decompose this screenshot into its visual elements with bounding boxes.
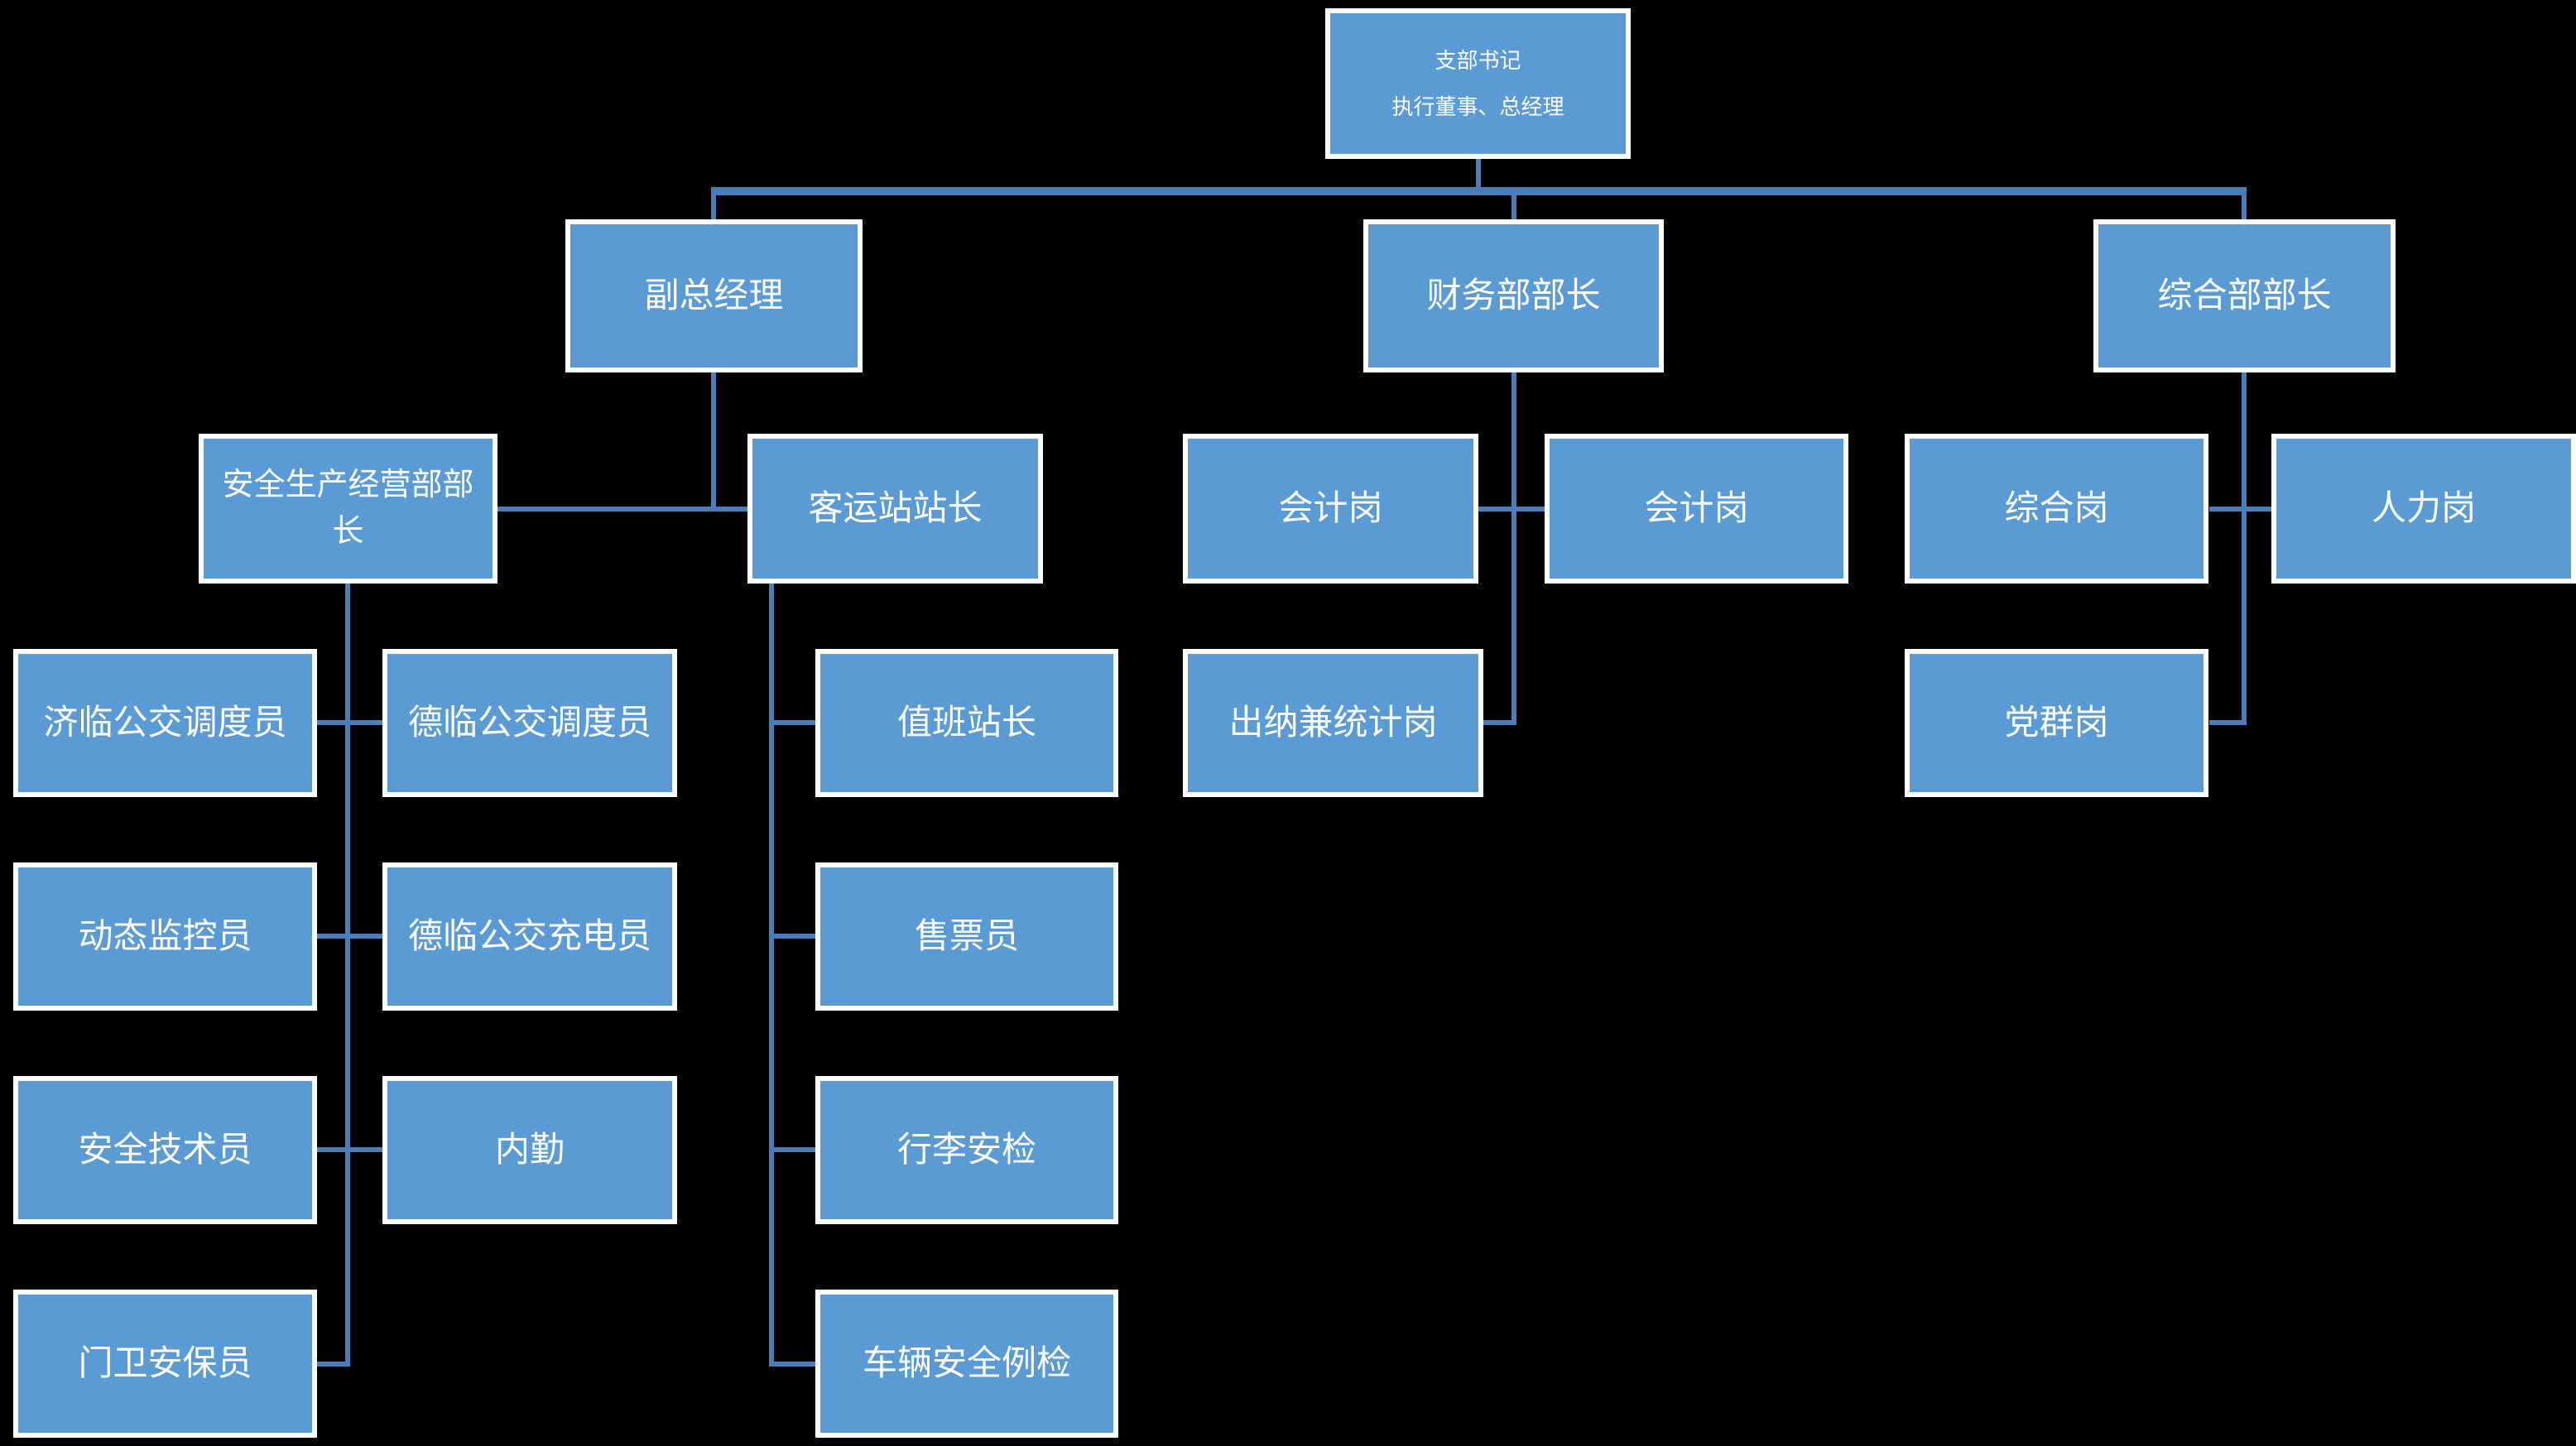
connector-deputy-cross bbox=[497, 507, 747, 512]
connector-safety-branch-1 bbox=[317, 720, 382, 725]
org-node-office-clerk-label: 内勤 bbox=[494, 1130, 565, 1170]
org-node-branch-secretary-line1: 支部书记 bbox=[1435, 48, 1521, 73]
org-node-general-post-label: 综合岗 bbox=[2004, 488, 2109, 528]
org-node-office-clerk[interactable]: 内勤 bbox=[382, 1076, 677, 1224]
connector-station-elbow bbox=[769, 1362, 816, 1367]
connector-root-stub bbox=[1476, 159, 1481, 189]
org-node-duty-station-chief[interactable]: 值班站长 bbox=[815, 649, 1118, 797]
connector-general-elbow bbox=[2209, 720, 2247, 725]
org-node-vehicle-safety-inspection-label: 车辆安全例检 bbox=[862, 1343, 1071, 1383]
connector-finance-spine bbox=[1511, 372, 1516, 725]
org-node-party-mass-post[interactable]: 党群岗 bbox=[1905, 649, 2208, 797]
org-node-ticket-seller[interactable]: 售票员 bbox=[815, 862, 1118, 1011]
org-node-vehicle-safety-inspection[interactable]: 车辆安全例检 bbox=[815, 1290, 1118, 1438]
org-node-station-chief[interactable]: 客运站站长 bbox=[747, 434, 1043, 584]
connector-general-spine bbox=[2242, 372, 2247, 725]
org-node-gate-security-guard[interactable]: 门卫安保员 bbox=[13, 1290, 317, 1438]
connector-general-cross bbox=[2209, 507, 2272, 512]
org-node-accountant-2-label: 会计岗 bbox=[1644, 488, 1749, 528]
org-node-general-dept-head-label: 综合部部长 bbox=[2157, 276, 2332, 315]
connector-drop-general-head bbox=[2242, 195, 2247, 219]
org-node-deputy-gm[interactable]: 副总经理 bbox=[565, 219, 863, 372]
org-node-safety-technician-label: 安全技术员 bbox=[78, 1130, 252, 1170]
org-node-ticket-seller-label: 售票员 bbox=[914, 916, 1019, 956]
org-node-accountant-1-label: 会计岗 bbox=[1278, 488, 1383, 528]
org-node-jilin-bus-dispatcher[interactable]: 济临公交调度员 bbox=[13, 649, 317, 797]
connector-safety-elbow bbox=[317, 1362, 350, 1367]
org-node-hr-post-label: 人力岗 bbox=[2371, 488, 2476, 528]
org-node-luggage-security-check[interactable]: 行李安检 bbox=[815, 1076, 1118, 1224]
org-node-safety-dept-head-label: 安全生产经营部部长 bbox=[222, 468, 474, 549]
connector-finance-elbow bbox=[1483, 720, 1516, 725]
org-node-accountant-2[interactable]: 会计岗 bbox=[1545, 434, 1848, 584]
org-node-party-mass-post-label: 党群岗 bbox=[2004, 703, 2109, 742]
org-node-delin-bus-charger-label: 德临公交充电员 bbox=[407, 916, 651, 956]
org-node-finance-head[interactable]: 财务部部长 bbox=[1363, 219, 1664, 372]
connector-safety-branch-2 bbox=[317, 934, 382, 939]
connector-deputy-spine bbox=[711, 372, 716, 512]
connector-level1-bar bbox=[711, 187, 2247, 195]
connector-station-branch-2 bbox=[769, 934, 816, 939]
org-node-safety-dept-head[interactable]: 安全生产经营部部长 bbox=[199, 434, 497, 584]
org-node-duty-station-chief-label: 值班站长 bbox=[896, 703, 1036, 742]
org-node-hr-post[interactable]: 人力岗 bbox=[2271, 434, 2576, 584]
connector-safety-branch-3 bbox=[317, 1147, 382, 1152]
org-node-gate-security-guard-label: 门卫安保员 bbox=[78, 1343, 252, 1383]
org-node-general-post[interactable]: 综合岗 bbox=[1905, 434, 2208, 584]
org-node-station-chief-label: 客运站站长 bbox=[808, 488, 983, 528]
org-node-dynamic-monitor[interactable]: 动态监控员 bbox=[13, 862, 317, 1011]
org-node-delin-bus-dispatcher[interactable]: 德临公交调度员 bbox=[382, 649, 677, 797]
connector-safety-spine bbox=[345, 584, 350, 1367]
connector-station-branch-3 bbox=[769, 1147, 816, 1152]
org-node-general-dept-head[interactable]: 综合部部长 bbox=[2093, 219, 2396, 372]
org-node-dynamic-monitor-label: 动态监控员 bbox=[78, 916, 252, 956]
org-node-cashier-statistician-label: 出纳兼统计岗 bbox=[1228, 703, 1438, 742]
org-node-luggage-security-check-label: 行李安检 bbox=[896, 1130, 1036, 1170]
org-node-accountant-1[interactable]: 会计岗 bbox=[1183, 434, 1478, 584]
org-node-delin-bus-charger[interactable]: 德临公交充电员 bbox=[382, 862, 677, 1011]
connector-finance-cross bbox=[1478, 507, 1545, 512]
connector-drop-deputy-gm bbox=[711, 195, 716, 219]
org-node-cashier-statistician[interactable]: 出纳兼统计岗 bbox=[1183, 649, 1483, 797]
org-node-delin-bus-dispatcher-label: 德临公交调度员 bbox=[407, 703, 651, 742]
org-node-jilin-bus-dispatcher-label: 济临公交调度员 bbox=[43, 703, 287, 742]
org-node-deputy-gm-label: 副总经理 bbox=[644, 276, 784, 315]
connector-station-spine bbox=[769, 584, 774, 1367]
org-node-branch-secretary[interactable]: 支部书记 执行董事、总经理 bbox=[1325, 8, 1631, 159]
connector-station-branch-1 bbox=[769, 720, 816, 725]
connector-drop-finance-head bbox=[1511, 195, 1516, 219]
org-node-safety-technician[interactable]: 安全技术员 bbox=[13, 1076, 317, 1224]
org-node-finance-head-label: 财务部部长 bbox=[1426, 276, 1601, 315]
org-node-branch-secretary-line2: 执行董事、总经理 bbox=[1391, 94, 1564, 119]
